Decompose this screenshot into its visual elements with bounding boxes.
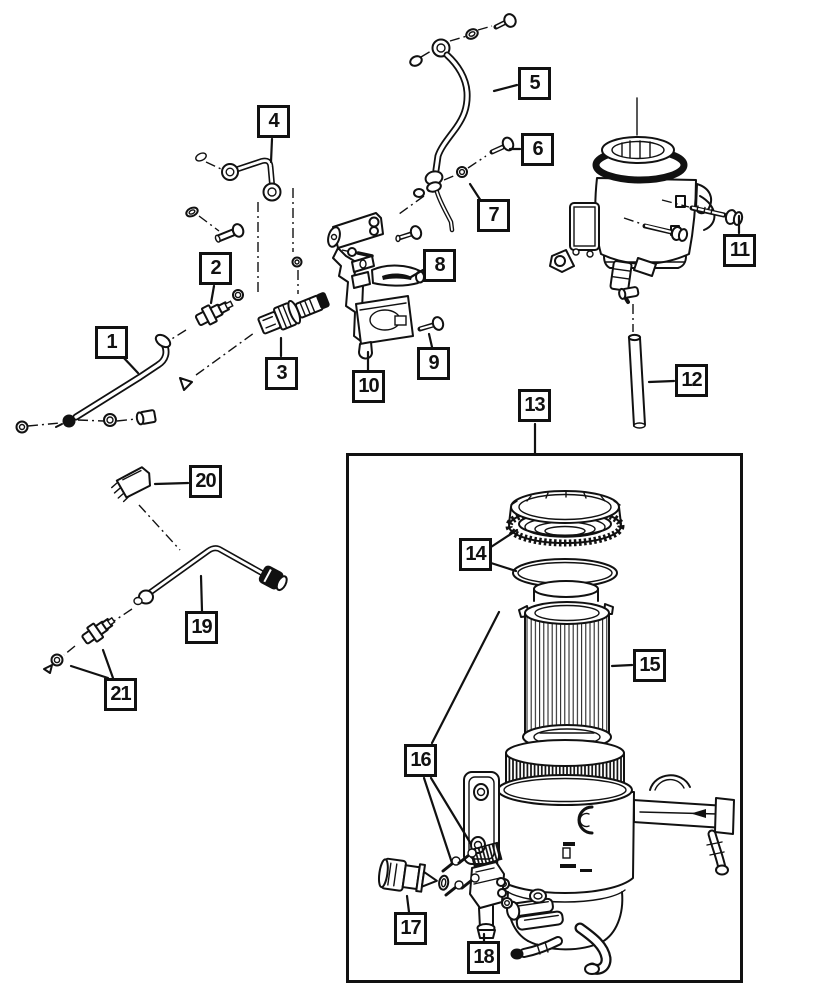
callout-11[interactable]: 11 [723,234,756,267]
part-8-bolt [395,225,423,243]
part-21-fitting [81,616,116,645]
callout-7[interactable]: 7 [477,199,510,232]
part-12-tube [627,333,646,429]
detail-box [346,453,743,983]
filter-housing [463,739,735,975]
callout-6[interactable]: 6 [521,133,554,166]
part-20-clip [111,466,181,551]
part-3-sensor [179,292,330,391]
callout-12[interactable]: 12 [675,364,708,397]
callout-14[interactable]: 14 [459,538,492,571]
part-2-fitting [169,289,244,341]
part-1-fuel-line [15,333,172,434]
leader-lines [69,83,741,943]
part-11-bolts [642,205,744,242]
part-15-element [518,580,614,750]
part-10-bracket [327,212,425,360]
callout-15[interactable]: 15 [633,649,666,682]
brand-logo [577,805,594,835]
part-14-cap [505,490,625,588]
callout-13[interactable]: 13 [518,389,551,422]
part-19-fuel-line [43,545,288,674]
part-4-fuel-line [185,152,303,294]
part-17-sensor [377,857,450,893]
callout-1[interactable]: 1 [95,326,128,359]
callout-10[interactable]: 10 [352,370,385,403]
part-18-valve [469,841,507,939]
callout-16[interactable]: 16 [404,744,437,777]
callout-4[interactable]: 4 [257,105,290,138]
callout-5[interactable]: 5 [518,67,551,100]
callout-17[interactable]: 17 [394,912,427,945]
callout-9[interactable]: 9 [417,347,450,380]
callout-3[interactable]: 3 [265,357,298,390]
callout-21[interactable]: 21 [104,678,137,711]
callout-19[interactable]: 19 [185,611,218,644]
part-6-fitting [489,136,515,155]
callout-20[interactable]: 20 [189,465,222,498]
filter-assembly [549,97,744,332]
callout-2[interactable]: 2 [199,252,232,285]
part-5-fuel-line [398,13,517,233]
callout-18[interactable]: 18 [467,941,500,974]
callout-8[interactable]: 8 [423,249,456,282]
part-9-bolt [417,316,445,332]
